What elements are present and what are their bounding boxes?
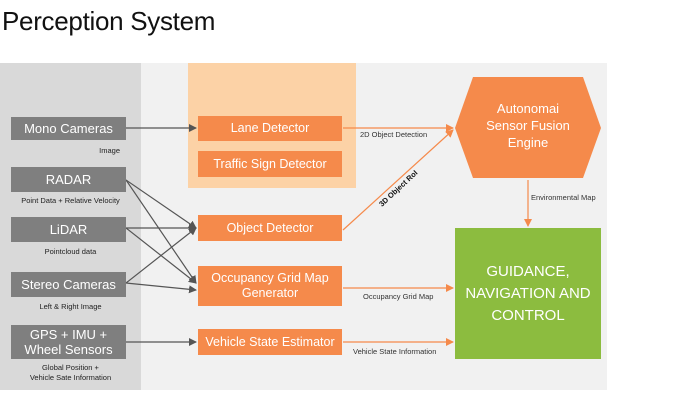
edge-radar-object: [125, 179, 197, 229]
processor-traffic-sign-detector: Traffic Sign Detector: [198, 151, 342, 177]
edge-label-2d-object-detection: 2D Object Detection: [360, 130, 428, 139]
edge-label-occupancy-grid-map: Occupancy Grid Map: [363, 292, 434, 301]
fusion-line-1: Autonomai: [496, 101, 560, 116]
caption-line-1: Global Position +: [42, 363, 99, 372]
source-label-line-1: GPS + IMU +: [29, 327, 108, 342]
edge-label-vehicle-state-information: Vehicle State Information: [353, 347, 437, 356]
source-label: Mono Cameras: [24, 121, 113, 136]
caption-image: Image: [99, 146, 120, 155]
processor-lane-detector: Lane Detector: [198, 116, 342, 141]
processor-label: Traffic Sign Detector: [213, 156, 327, 171]
source-radar: RADAR: [11, 167, 126, 192]
fusion-engine-label: Autonomai Sensor Fusion Engine: [455, 100, 601, 151]
processor-object-detector: Object Detector: [198, 215, 342, 241]
gnc-line-2: NAVIGATION AND: [465, 284, 591, 302]
caption-pointcloud: Pointcloud data: [44, 247, 97, 256]
caption-left-right-image: Left & Right Image: [39, 302, 102, 311]
caption-global-position: Global Position + Vehicle Sate Informati…: [0, 363, 141, 382]
gnc-line-3: CONTROL: [491, 306, 565, 324]
processor-label-line-1: Occupancy Grid Map: [211, 271, 329, 285]
processor-label: Object Detector: [226, 220, 314, 235]
edge-label-environmental-map: Environmental Map: [531, 193, 596, 202]
source-gps-imu-wheel: GPS + IMU + Wheel Sensors: [11, 325, 126, 359]
processor-label: Lane Detector: [230, 121, 310, 135]
source-label: RADAR: [45, 172, 92, 187]
source-label-line-2: Wheel Sensors: [24, 342, 113, 357]
source-label: LiDAR: [49, 222, 88, 237]
fusion-line-3: Engine: [507, 135, 549, 150]
edge-radar-occupancy: [125, 179, 197, 284]
caption-line-2: Vehicle Sate Information: [29, 372, 112, 382]
processor-label-line-2: Generator: [241, 286, 299, 300]
processor-occupancy-grid-map-generator: Occupancy Grid Map Generator: [198, 266, 342, 306]
edge-stereo-occupancy: [125, 282, 197, 294]
fusion-engine-node: [455, 77, 601, 178]
source-label: Stereo Cameras: [21, 277, 116, 292]
guidance-navigation-control-node: GUIDANCE, NAVIGATION AND CONTROL: [455, 228, 601, 359]
source-stereo-cameras: Stereo Cameras: [11, 272, 126, 297]
caption-point-data: Point Data + Relative Velocity: [21, 196, 120, 205]
fusion-line-2: Sensor Fusion: [486, 118, 570, 133]
source-mono-cameras: Mono Cameras: [11, 117, 126, 140]
processor-label: Vehicle State Estimator: [205, 334, 335, 349]
edge-object-fusion: [342, 129, 454, 231]
source-lidar: LiDAR: [11, 217, 126, 242]
edge-stereo-object: [125, 227, 197, 284]
edge-label-3d-object-roi: 3D Object RoI: [377, 168, 419, 208]
page-title: Perception System: [2, 6, 216, 36]
gnc-line-1: GUIDANCE,: [486, 262, 570, 280]
processor-vehicle-state-estimator: Vehicle State Estimator: [198, 329, 342, 355]
